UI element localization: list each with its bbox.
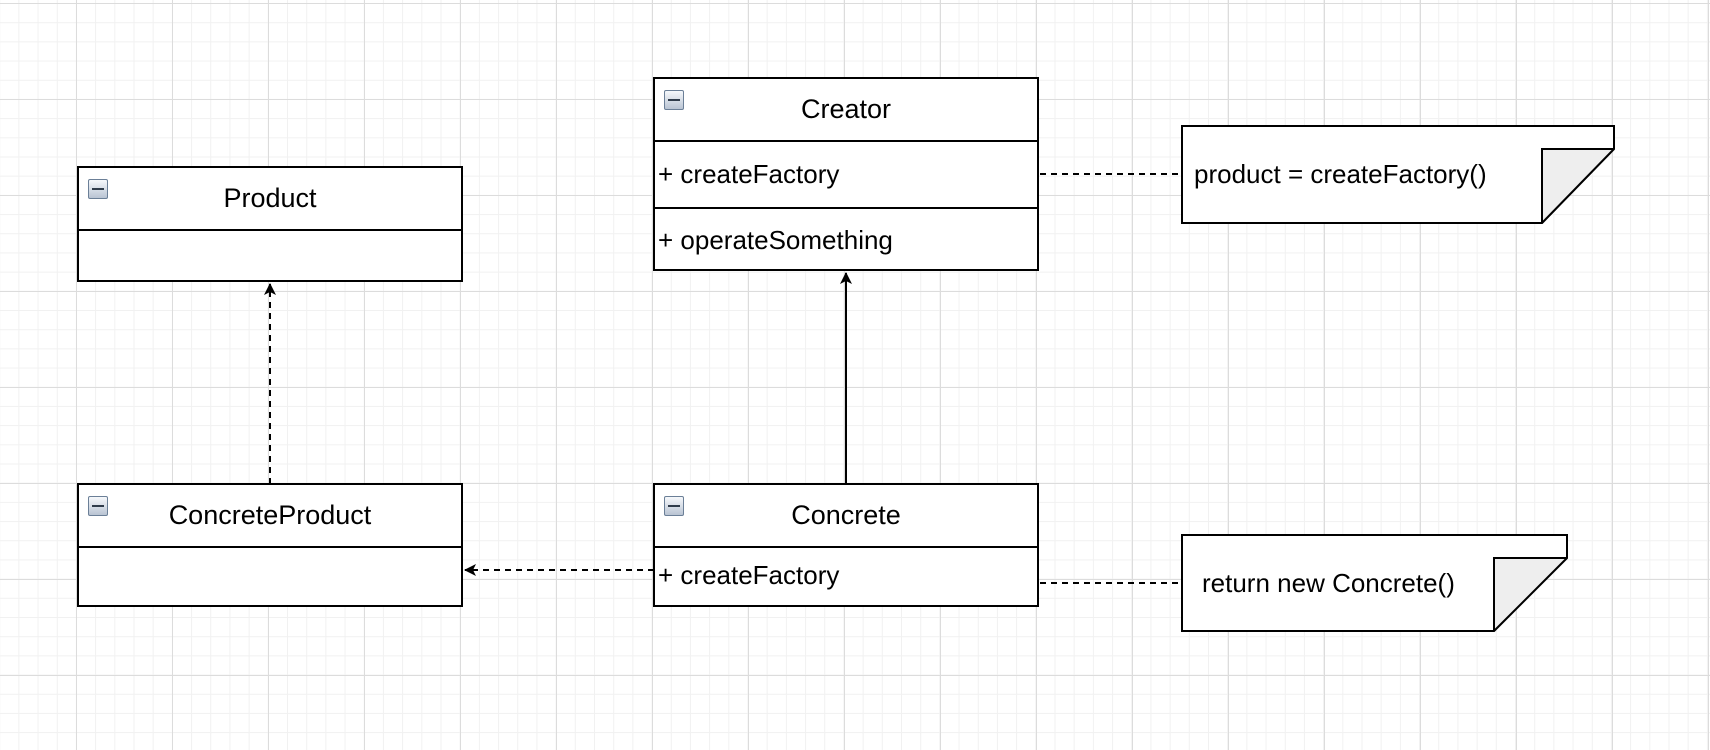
class-concrete-product[interactable]: ConcreteProduct <box>77 483 463 607</box>
collapse-icon[interactable] <box>664 496 684 516</box>
class-concrete-header[interactable]: Concrete <box>655 485 1037 548</box>
member-create-factory[interactable]: + createFactory <box>655 142 1037 209</box>
class-name: Concrete <box>791 500 901 530</box>
class-creator[interactable]: Creator + createFactory + operateSomethi… <box>653 77 1039 271</box>
member-create-factory[interactable]: + createFactory <box>658 560 840 590</box>
collapse-icon[interactable] <box>88 496 108 516</box>
note-creator[interactable]: product = createFactory() <box>1181 125 1615 224</box>
member-operate-something[interactable]: + operateSomething <box>658 225 893 255</box>
class-concrete-product-body[interactable] <box>79 548 461 596</box>
note-concrete[interactable]: return new Concrete() <box>1181 534 1568 632</box>
note-shape <box>1181 125 1615 224</box>
note-shape <box>1181 534 1568 632</box>
class-product[interactable]: Product <box>77 166 463 282</box>
class-creator-header[interactable]: Creator <box>655 79 1037 142</box>
class-product-body[interactable] <box>79 231 461 279</box>
class-name: Product <box>223 183 317 213</box>
note-text: product = createFactory() <box>1194 159 1487 189</box>
class-concrete-product-header[interactable]: ConcreteProduct <box>79 485 461 548</box>
note-text: return new Concrete() <box>1202 567 1455 598</box>
collapse-icon[interactable] <box>664 90 684 110</box>
collapse-icon[interactable] <box>88 179 108 199</box>
class-product-header[interactable]: Product <box>79 168 461 231</box>
class-name: Creator <box>800 94 892 124</box>
class-name: ConcreteProduct <box>168 500 372 530</box>
class-concrete[interactable]: Concrete + createFactory <box>653 483 1039 607</box>
